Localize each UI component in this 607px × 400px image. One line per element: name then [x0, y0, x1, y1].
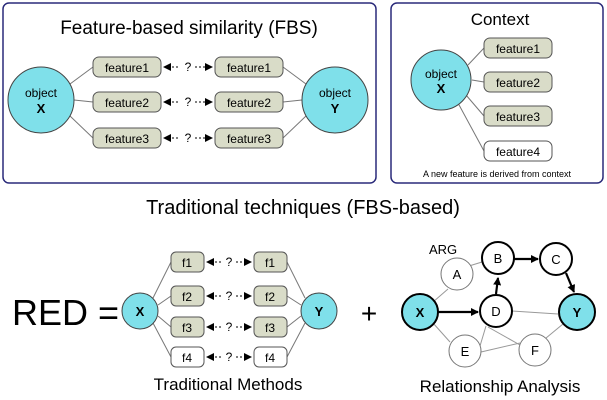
- traditional-left-feature-label: f4: [182, 351, 192, 365]
- relationship-node-a: [440, 257, 474, 291]
- fbs-title: Feature-based similarity (FBS): [60, 18, 318, 39]
- fbs-left-feature-box: [92, 56, 162, 78]
- fbs-question-mark: ?: [185, 60, 192, 74]
- fbs-object-y-letter: Y: [331, 101, 340, 116]
- relationship-node-c: [539, 242, 573, 276]
- fbs-panel: Feature-based similarity (FBS) object X …: [2, 2, 377, 184]
- relationship-node-b: [481, 241, 515, 275]
- traditional-links: [152, 261, 306, 358]
- traditional-left-feature-box: [170, 285, 205, 307]
- context-feature-label: feature1: [496, 42, 540, 56]
- fbs-left-feature-box: [92, 127, 162, 149]
- traditional-right-feature-label: f4: [265, 351, 275, 365]
- traditional-right-feature-label: f1: [265, 256, 275, 270]
- context-panel: Context object X feature1 feature2 featu…: [390, 2, 604, 184]
- traditional-caption: Traditional Methods: [154, 375, 303, 394]
- traditional-left-feature-box: [170, 346, 205, 368]
- relationship-bold-edges: [437, 255, 576, 316]
- relationship-node-d: [479, 294, 513, 328]
- traditional-node-x-label: X: [136, 304, 145, 319]
- traditional-left-feature-box: [170, 316, 205, 338]
- relationship-node-b-label: B: [494, 251, 503, 266]
- traditional-right-feature-label: f3: [265, 321, 275, 335]
- fbs-left-feature-box: [92, 91, 162, 113]
- relationship-node-x-label: X: [416, 305, 425, 320]
- relationship-node-f-label: F: [531, 343, 539, 358]
- fbs-object-y-node: [301, 66, 369, 134]
- traditional-question-mark: ?: [226, 350, 233, 364]
- fbs-right-feature-label: feature2: [227, 96, 271, 110]
- fbs-left-feature-label: feature1: [105, 61, 149, 75]
- equation-lhs: RED =: [12, 292, 119, 333]
- traditional-left-feature-box: [170, 251, 205, 273]
- context-feature-box: [483, 71, 553, 93]
- traditional-left-feature-label: f2: [182, 290, 192, 304]
- relationship-caption: Relationship Analysis: [420, 377, 581, 396]
- context-feature-label: feature3: [496, 110, 540, 124]
- fbs-object-x-letter: X: [37, 101, 46, 116]
- traditional-node-y: [300, 292, 338, 330]
- relationship-node-f: [518, 333, 552, 367]
- traditional-right-feature-box: [253, 251, 288, 273]
- relationship-node-y: [558, 293, 596, 331]
- traditional-question-mark: ?: [226, 289, 233, 303]
- traditional-question-mark: ?: [226, 320, 233, 334]
- context-feature-label: feature2: [496, 76, 540, 90]
- traditional-right-feature-box: [253, 346, 288, 368]
- traditional-right-feature-box: [253, 316, 288, 338]
- traditional-compare-arrows: [206, 258, 252, 361]
- traditional-left-feature-label: f3: [182, 321, 192, 335]
- fbs-links: [69, 66, 307, 139]
- context-object-x-label: object: [425, 67, 458, 81]
- relationship-analysis-diagram: ARG A B C D E F: [401, 241, 596, 396]
- traditional-methods-diagram: X Y f1 f2 f3 f4 f1 f2 f3 f4 ? ?: [121, 251, 338, 394]
- relationship-node-e: [448, 334, 482, 368]
- context-object-x-node: [410, 49, 472, 111]
- fbs-object-x-label: object: [25, 86, 58, 100]
- relationship-node-e-label: E: [461, 344, 470, 359]
- relationship-thin-edges: [432, 261, 564, 353]
- section-title: Traditional techniques (FBS-based): [146, 197, 460, 219]
- context-feature-box: [483, 105, 553, 127]
- context-caption: A new feature is derived from context: [423, 169, 572, 179]
- context-feature-box: [483, 37, 553, 59]
- relationship-node-c-label: C: [551, 252, 560, 267]
- context-links: [457, 47, 485, 152]
- fbs-right-feature-label: feature1: [227, 61, 271, 75]
- traditional-question-mark: ?: [226, 255, 233, 269]
- fbs-left-feature-label: feature3: [105, 132, 149, 146]
- context-object-x-letter: X: [437, 81, 446, 96]
- traditional-node-x: [121, 292, 159, 330]
- relationship-node-d-label: D: [491, 304, 500, 319]
- fbs-right-feature-box: [214, 91, 284, 113]
- relationship-node-a-label: A: [453, 267, 462, 282]
- traditional-right-feature-label: f2: [265, 290, 275, 304]
- context-derived-feature-label: feature4: [496, 145, 540, 159]
- fbs-object-x-node: [7, 66, 75, 134]
- traditional-right-feature-box: [253, 285, 288, 307]
- relationship-node-x: [401, 293, 439, 331]
- fbs-right-feature-box: [214, 127, 284, 149]
- traditional-left-feature-label: f1: [182, 256, 192, 270]
- fbs-left-feature-label: feature2: [105, 96, 149, 110]
- fbs-question-mark: ?: [185, 131, 192, 145]
- equation-plus: +: [361, 298, 377, 329]
- traditional-node-y-label: Y: [315, 304, 324, 319]
- context-derived-feature-box: [483, 140, 553, 162]
- fbs-question-mark: ?: [185, 95, 192, 109]
- fbs-compare-arrows: [163, 63, 213, 142]
- relationship-node-y-label: Y: [573, 305, 582, 320]
- context-title: Context: [471, 10, 530, 29]
- fbs-right-feature-label: feature3: [227, 132, 271, 146]
- fbs-object-y-label: object: [319, 86, 352, 100]
- fbs-right-feature-box: [214, 56, 284, 78]
- arg-label: ARG: [429, 242, 457, 257]
